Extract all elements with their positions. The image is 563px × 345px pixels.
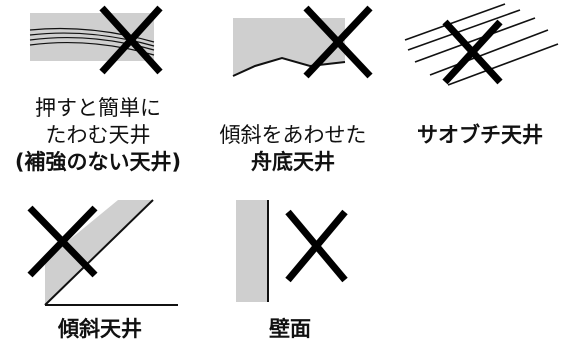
caption-bold: 舟底天井: [251, 150, 335, 174]
cross-mark: [285, 209, 348, 283]
ceiling-strip-line: [414, 17, 536, 63]
cross-mark: [303, 5, 373, 79]
ceiling-edge-line: [232, 56, 346, 77]
caption-line: 押すと簡単に: [35, 96, 161, 120]
slope-line: [44, 199, 154, 306]
caption-funazoko-ceiling: 傾斜をあわせた 舟底天井: [208, 122, 378, 176]
ceiling-strip-line: [429, 29, 549, 76]
cross-mark: [99, 5, 163, 75]
caption-wall: 壁面: [240, 316, 340, 343]
caption-sagging-ceiling: 押すと簡単に たわむ天井 (補強のない天井): [8, 95, 188, 176]
sag-line: [29, 32, 155, 47]
ceiling-strip-line: [447, 43, 559, 86]
caption-bold: 傾斜天井: [58, 317, 142, 341]
sag-line: [29, 27, 155, 43]
ceiling-strip-line: [407, 9, 521, 51]
caption-bold: (補強のない天井): [14, 150, 182, 174]
caption-bold: 壁面: [269, 317, 311, 341]
wall-gray-area: [236, 200, 268, 302]
cross-mark: [27, 205, 98, 278]
cross-mark: [442, 19, 503, 85]
caption-bold: サオブチ天井: [417, 123, 543, 147]
caption-saobuchi-ceiling: サオブチ天井: [400, 122, 560, 149]
caption-line: たわむ天井: [45, 123, 151, 147]
ceiling-strip-line: [404, 3, 506, 41]
caption-sloped-ceiling: 傾斜天井: [30, 316, 170, 343]
caption-line: 傾斜をあわせた: [219, 123, 367, 147]
